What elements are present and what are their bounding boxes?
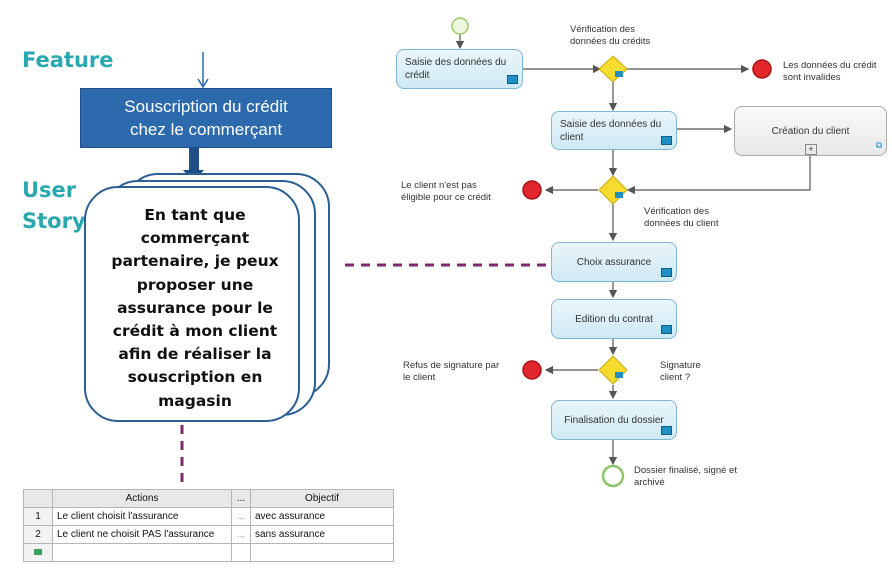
- label-line: client ?: [660, 372, 691, 383]
- label-line: sont invalides: [783, 72, 841, 83]
- label-verif-client: Vérification des données du client: [644, 206, 718, 230]
- end-event-refus: [522, 360, 542, 380]
- task-creation-client[interactable]: Création du client + ⧉: [734, 106, 887, 156]
- story-line: partenaire, je peux: [111, 252, 279, 271]
- task-label: Edition du contrat: [575, 313, 653, 325]
- story-line: afin de réaliser la: [118, 345, 272, 364]
- row-objective[interactable]: avec assurance: [250, 507, 394, 526]
- row-number: 1: [23, 507, 53, 526]
- label-line: éligible pour ce crédit: [401, 192, 491, 203]
- story-line: proposer une: [136, 275, 254, 294]
- feature-to-story-arrow: [189, 148, 199, 170]
- task-type-icon: [661, 268, 672, 277]
- label-line: données du crédits: [570, 36, 651, 47]
- task-type-icon: [661, 136, 672, 145]
- gateway-verif-client: [598, 175, 628, 205]
- task-edition-contrat[interactable]: Edition du contrat: [551, 299, 677, 339]
- label-line: Signature: [660, 360, 701, 371]
- row-number: 2: [23, 525, 53, 544]
- story-line: magasin: [158, 391, 232, 410]
- label-line: Les données du crédit: [783, 60, 877, 71]
- label-final: Dossier finalisé, signé et archivé: [634, 465, 737, 489]
- feature-box-line-2: chez le commerçant: [129, 120, 283, 139]
- task-type-icon: [661, 325, 672, 334]
- task-label: Finalisation du dossier: [564, 414, 664, 426]
- task-saisie-client[interactable]: Saisie des données du client: [551, 111, 677, 150]
- label-line: le client: [403, 372, 436, 383]
- task-label: client: [560, 131, 584, 143]
- task-finalisation[interactable]: Finalisation du dossier: [551, 400, 677, 440]
- feature-box-line-1: Souscription du crédit: [124, 97, 288, 116]
- subprocess-plus-icon: +: [805, 144, 817, 155]
- label-line: données du client: [644, 218, 719, 229]
- story-line: crédit à mon client: [112, 322, 278, 341]
- label-invalid: Les données du crédit sont invalides: [783, 60, 876, 84]
- label-line: Refus de signature par: [403, 360, 500, 371]
- actions-table: Actions ... Objectif 1 Le client choisit…: [23, 489, 394, 562]
- task-saisie-credit[interactable]: Saisie des données du crédit: [396, 49, 523, 89]
- story-line: assurance pour le: [117, 298, 273, 317]
- add-row-icon[interactable]: [23, 543, 53, 562]
- table-header-num: [23, 489, 53, 508]
- label-line: Dossier finalisé, signé et: [634, 465, 737, 476]
- task-label: Choix assurance: [576, 256, 652, 268]
- label-line: Le client n'est pas: [401, 180, 477, 191]
- end-event-invalid: [752, 59, 772, 79]
- start-event: [451, 17, 469, 35]
- table-row[interactable]: 1 Le client choisit l'assurance ... avec…: [23, 507, 394, 526]
- table-header-objectif: Objectif: [250, 489, 394, 508]
- table-header-dots: ...: [231, 489, 251, 508]
- row-dots: ...: [231, 525, 251, 544]
- task-label: Saisie des données du: [560, 118, 662, 130]
- user-story-label-2: Story: [22, 209, 86, 233]
- row-action[interactable]: Le client choisit l'assurance: [52, 507, 232, 526]
- row-objective[interactable]: sans assurance: [250, 525, 394, 544]
- feature-arrow-head: [197, 78, 209, 89]
- row-dots: ...: [231, 507, 251, 526]
- task-label: Création du client: [771, 125, 850, 137]
- story-card-front: [84, 186, 300, 422]
- flow-creation-gw2: [626, 156, 811, 195]
- task-label: Saisie des données du: [405, 57, 507, 68]
- gateway-signature: [598, 355, 628, 385]
- table-new-row[interactable]: [23, 543, 394, 562]
- label-line: Vérification des: [570, 24, 635, 35]
- task-type-icon: [661, 426, 672, 435]
- story-line: En tant que: [144, 206, 246, 224]
- row-action[interactable]: Le client ne choisit PAS l'assurance: [52, 525, 232, 544]
- table-header-actions: Actions: [52, 489, 232, 508]
- feature-label: Feature: [22, 48, 114, 72]
- story-line: commerçant: [140, 229, 250, 248]
- label-signature: Signature client ?: [660, 360, 701, 384]
- task-choix-assurance[interactable]: Choix assurance: [551, 242, 677, 282]
- label-line: archivé: [634, 477, 665, 488]
- story-line: souscription en: [127, 368, 263, 387]
- end-event-final: [601, 464, 625, 488]
- end-event-not-eligible: [522, 180, 542, 200]
- task-label: crédit: [405, 70, 430, 81]
- user-story-label-1: User: [22, 178, 77, 202]
- label-not-eligible: Le client n'est pas éligible pour ce cré…: [401, 180, 491, 204]
- table-row[interactable]: 2 Le client ne choisit PAS l'assurance .…: [23, 525, 394, 544]
- user-story-text: En tant que commerçant partenaire, je pe…: [95, 204, 295, 413]
- label-verif-credits: Vérification des données du crédits: [570, 24, 650, 48]
- label-line: Vérification des: [644, 206, 709, 217]
- table-header-row: Actions ... Objectif: [23, 489, 394, 508]
- task-type-icon: [507, 75, 518, 84]
- gateway-verif-credit: [598, 55, 628, 83]
- label-refus: Refus de signature par le client: [403, 360, 499, 384]
- link-icon: ⧉: [875, 140, 882, 150]
- feature-box: Souscription du crédit chez le commerçan…: [80, 88, 332, 148]
